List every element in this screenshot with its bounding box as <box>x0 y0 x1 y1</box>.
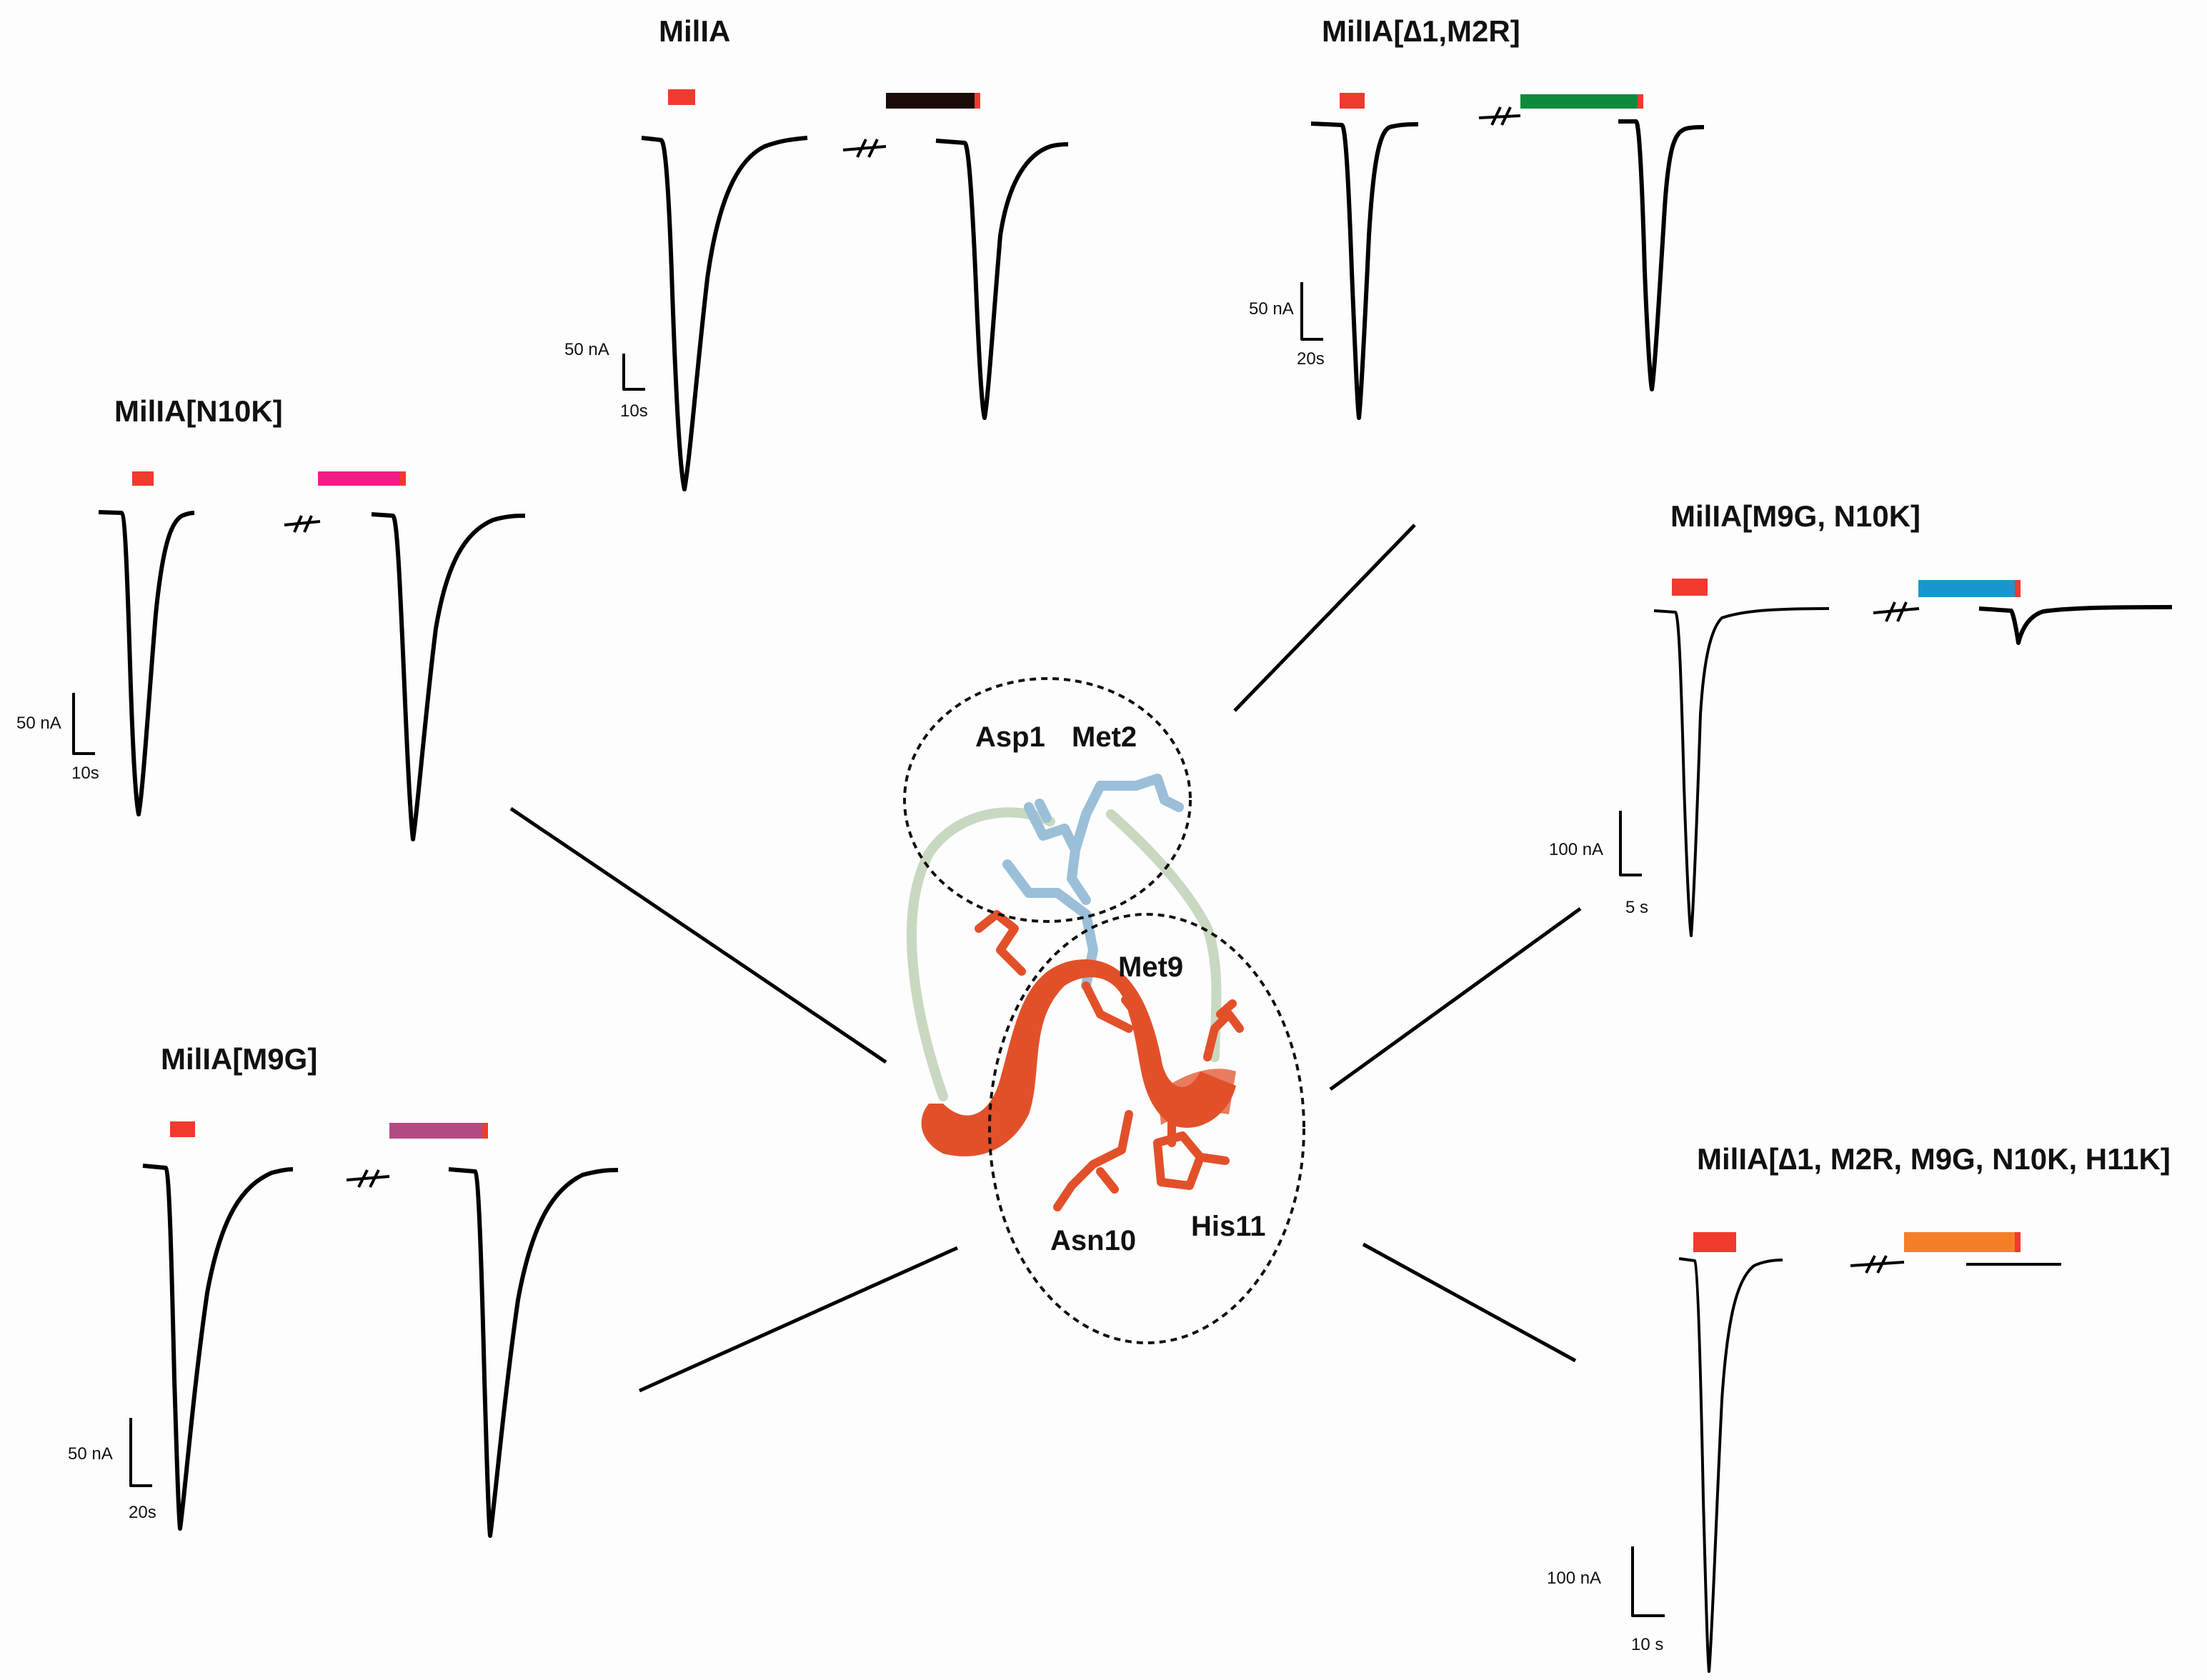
scale-bar <box>129 1418 152 1487</box>
asn10-sidechain <box>1053 1110 1133 1211</box>
scale-time: 10s <box>71 764 99 783</box>
scale-bar <box>72 693 95 755</box>
scale-time: 20s <box>1297 349 1325 369</box>
residue-label-met2: Met2 <box>1072 721 1137 753</box>
control-current-trace <box>641 136 808 491</box>
backbone-loop <box>1106 809 1222 1062</box>
scale-time: 5 s <box>1625 898 1648 917</box>
panel-title: MilIA <box>659 14 730 48</box>
scale-time: 10 s <box>1631 1635 1663 1654</box>
scale-bar <box>1300 282 1323 341</box>
break-mark <box>346 1169 390 1188</box>
panel-multi: MilIA[∆1, M2R, M9G, N10K, H11K] 100 nA 1… <box>1547 1142 2171 1673</box>
scale-current: 50 nA <box>68 1444 113 1464</box>
panel-m9g: MilIA[M9G] 50 nA 20s <box>68 1042 619 1538</box>
control-current-trace <box>1310 121 1419 420</box>
peptide-current-trace <box>935 139 1069 420</box>
control-tip <box>482 1123 488 1139</box>
scale-current: 50 nA <box>1249 299 1294 319</box>
peptide-application-bar <box>1918 580 2018 597</box>
peptide-current-trace <box>1618 119 1705 391</box>
n-terminal-residues <box>1002 774 1184 991</box>
control-tip <box>1638 94 1643 109</box>
control-current-trace <box>142 1164 294 1531</box>
peptide-current-trace <box>1978 605 2173 645</box>
backbone-n <box>1002 859 1098 991</box>
panel-d1m2r: MilIA[∆1,M2R] 50 nA 20s <box>1249 14 1705 420</box>
panel-title: MilIA[∆1, M2R, M9G, N10K, H11K] <box>1697 1142 2171 1176</box>
peptide-current-trace <box>371 512 526 841</box>
control-application-bar <box>1672 579 1708 596</box>
c-terminal-highlight-circle <box>988 913 1305 1344</box>
panel-milla: MilIA 50 nA 10s <box>564 14 1069 491</box>
helix-turn <box>1157 1069 1236 1125</box>
residue-label-asn10: Asn10 <box>1050 1225 1136 1256</box>
connector-milla-d1m2r <box>1233 524 1416 712</box>
control-tip <box>975 93 980 109</box>
scale-bar <box>1631 1546 1665 1617</box>
control-application-bar <box>1340 93 1365 109</box>
control-tip <box>400 471 406 486</box>
met2-sidechain <box>1070 774 1184 855</box>
panel-title: MilIA[M9G, N10K] <box>1670 499 1920 533</box>
control-tip <box>2015 580 2021 597</box>
control-application-bar <box>668 89 695 105</box>
panel-title: MilIA[M9G] <box>161 1042 317 1076</box>
c-terminal-residues <box>975 910 1244 1211</box>
peptide-application-bar <box>1520 94 1642 109</box>
met9-sidechain <box>975 910 1026 976</box>
scale-time: 10s <box>620 401 648 421</box>
connector-m9g <box>638 1246 959 1393</box>
panel-title: MilIA[∆1,M2R] <box>1322 14 1520 48</box>
helix-ribbon <box>921 959 1236 1156</box>
control-tip <box>2015 1232 2021 1252</box>
his11-backbone <box>1203 999 1244 1061</box>
n-terminal-highlight-circle <box>903 677 1192 923</box>
control-application-bar <box>1693 1232 1736 1252</box>
control-application-bar <box>170 1121 195 1137</box>
residue-label-his11: His11 <box>1191 1211 1266 1242</box>
connector-n10k <box>509 806 887 1064</box>
peptide-application-bar <box>318 471 404 486</box>
panel-title: MilIA[N10K] <box>114 394 283 428</box>
panel-m9g-n10k: MilIA[M9G, N10K] 100 nA 5 s <box>1549 499 2173 937</box>
connector-multi <box>1362 1242 1577 1363</box>
asp1-carbonyl <box>1024 799 1052 826</box>
c-terminal-helix <box>921 959 1236 1156</box>
break-mark <box>1873 601 1920 622</box>
break-mark <box>1850 1255 1905 1274</box>
asp1-sidechain <box>1027 809 1091 905</box>
connector-m9g-n10k <box>1329 906 1582 1091</box>
break-mark <box>284 515 321 533</box>
scale-current: 50 nA <box>564 340 609 359</box>
peptide-application-bar <box>886 93 979 109</box>
peptide-structure: Asp1 Met2 Met9 Asn10 His11 <box>903 677 1305 1344</box>
scale-current: 100 nA <box>1547 1569 1601 1588</box>
peptide-application-bar <box>1904 1232 2018 1252</box>
peptide-application-bar <box>389 1123 486 1139</box>
scale-time: 20s <box>129 1503 156 1522</box>
scale-current: 50 nA <box>16 714 61 733</box>
met9-backbone <box>1082 981 1144 1033</box>
break-mark <box>842 139 887 158</box>
scale-bar <box>1619 811 1642 876</box>
control-current-trace <box>1653 607 1830 937</box>
control-application-bar <box>132 471 154 486</box>
panel-n10k: MilIA[N10K] 50 nA 10s <box>16 394 526 841</box>
scale-bar <box>622 354 645 391</box>
residue-label-asp1: Asp1 <box>975 721 1045 753</box>
control-current-trace <box>98 510 195 816</box>
control-current-trace <box>1678 1257 1783 1673</box>
peptide-current-trace <box>448 1167 619 1538</box>
break-mark <box>1478 106 1521 126</box>
scale-current: 100 nA <box>1549 840 1603 859</box>
his11-ring <box>1153 1131 1230 1190</box>
residue-label-met9: Met9 <box>1118 951 1183 983</box>
connector-lines <box>509 524 1582 1393</box>
